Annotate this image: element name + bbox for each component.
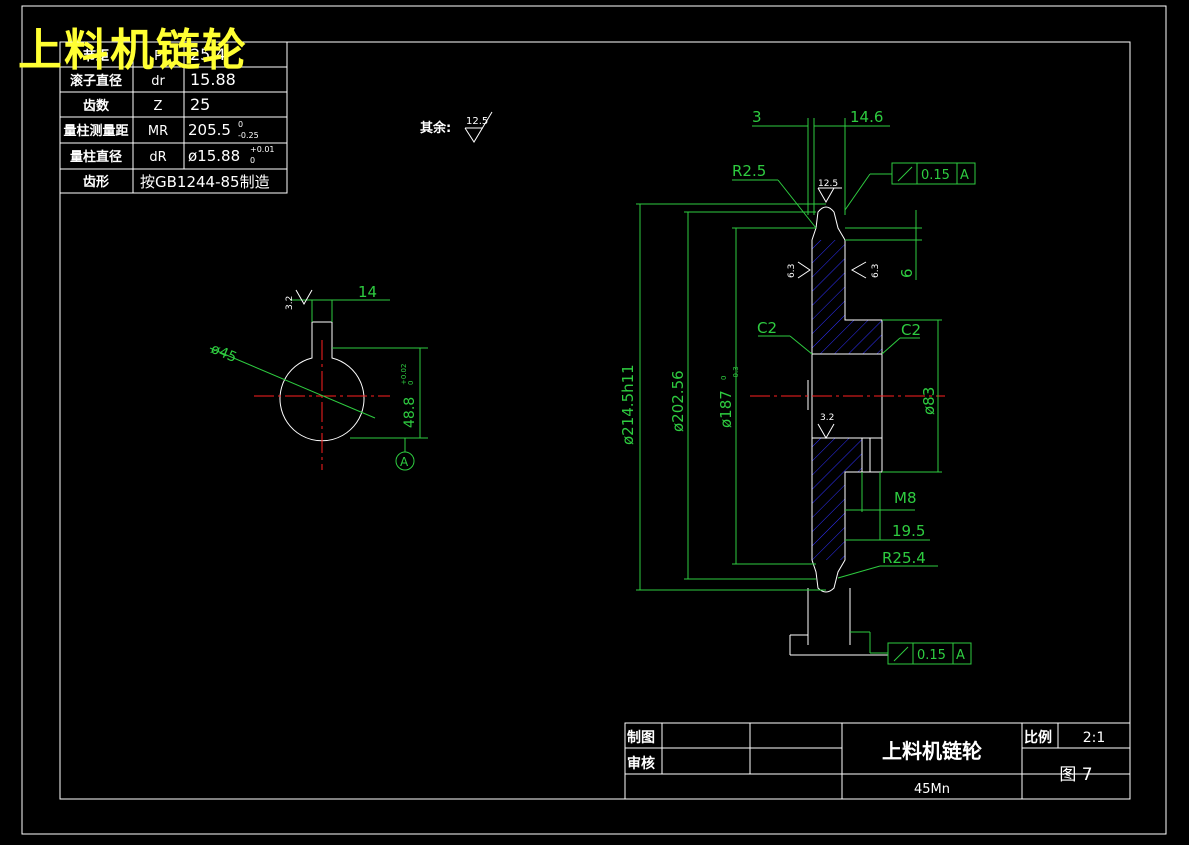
outer-frame <box>21 5 1167 835</box>
hub-view: ø45 14 48.8 +0.02 0 A 3.2 <box>208 283 428 471</box>
param-label-teeth: 齿数 <box>83 98 110 114</box>
param-symbol-dr: dR <box>149 150 166 165</box>
bore-label: ø83 <box>920 387 938 415</box>
param-symbol-mr: MR <box>148 124 168 139</box>
pitch-d-label: ø202.56 <box>669 370 687 432</box>
note-label: 其余: <box>420 120 451 136</box>
rough-12-5-label: 12.5 <box>818 179 838 189</box>
param-value-pitch: 25.4 <box>190 45 226 64</box>
section-view: 3 14.6 R2.5 0.15 A ø214.5h11 ø202.56 ø18… <box>619 108 976 665</box>
od-label: ø214.5h11 <box>619 364 637 445</box>
keyway-width-label: 14 <box>358 283 377 301</box>
part-name: 上料机链轮 <box>882 739 982 763</box>
drawing-title: 上料机链轮 <box>18 25 248 76</box>
keyway-tol-lower: 0 <box>407 381 415 385</box>
param-tol-upper-dr: +0.01 <box>250 145 275 154</box>
param-value-teeth: 25 <box>190 95 210 114</box>
root-tol-lower: -0.3 <box>732 366 740 380</box>
param-value-mr: 205.5 <box>188 121 231 139</box>
bottom-tol-datum: A <box>956 648 965 663</box>
drawn-label: 制图 <box>627 729 655 746</box>
hub-roughness-symbol <box>295 289 313 306</box>
dim-3-label: 3 <box>752 108 762 126</box>
bore-profile <box>279 321 365 442</box>
hatch-lower <box>812 438 862 560</box>
keyway-depth-label: 48.8 <box>402 397 418 428</box>
inner-frame <box>59 41 1131 800</box>
hub-dia-label: ø45 <box>208 341 239 366</box>
scale-value: 2:1 <box>1083 730 1106 746</box>
rough-3-2-label: 3.2 <box>820 413 834 423</box>
param-tol-lower-dr: 0 <box>250 156 255 165</box>
param-label-profile: 齿形 <box>83 174 109 190</box>
param-label-roller: 滚子直径 <box>70 73 122 89</box>
param-label-pitch: 节距 <box>83 48 109 64</box>
r25-4-label: R25.4 <box>882 549 926 567</box>
checked-label: 审核 <box>627 755 655 772</box>
top-tol-datum: A <box>960 168 969 183</box>
param-symbol-roller: dr <box>151 74 165 89</box>
thread-label: M8 <box>894 489 917 507</box>
param-table <box>59 41 288 194</box>
root-d-label: ø187 <box>717 390 735 428</box>
bottom-tol-value: 0.15 <box>917 648 946 663</box>
hub-roughness-value: 3.2 <box>285 296 295 310</box>
param-symbol-teeth: Z <box>154 99 163 114</box>
figure-label: 图 7 <box>1059 765 1092 785</box>
param-label-mr: 量柱测量距 <box>63 123 128 139</box>
r2-5-label: R2.5 <box>732 162 766 180</box>
title-block <box>624 722 1131 800</box>
material: 45Mn <box>914 782 950 797</box>
keyway-tol-upper: +0.02 <box>400 364 408 385</box>
note-roughness-symbol <box>464 111 493 143</box>
hatch-upper <box>812 240 882 354</box>
c2-left-label: C2 <box>757 319 777 337</box>
param-tol-upper-mr: 0 <box>238 120 243 129</box>
rough-6-3-right-label: 6.3 <box>871 264 881 278</box>
param-label-dr: 量柱直径 <box>70 149 122 165</box>
param-tol-lower-mr: -0.25 <box>238 131 259 140</box>
rough-6-3-left-label: 6.3 <box>787 264 797 278</box>
c2-right-label: C2 <box>901 321 921 339</box>
hub-datum-label: A <box>400 455 409 469</box>
param-value-roller: 15.88 <box>190 70 236 89</box>
note-roughness-value: 12.5 <box>466 116 488 127</box>
param-value-dr: ø15.88 <box>188 147 240 165</box>
dim-19-5-label: 19.5 <box>892 522 925 540</box>
top-tol-value: 0.15 <box>921 168 950 183</box>
param-symbol-pitch: P <box>154 49 162 64</box>
param-value-profile: 按GB1244-85制造 <box>140 173 270 191</box>
root-tol-upper: 0 <box>720 376 728 380</box>
dim-14-6-label: 14.6 <box>850 108 883 126</box>
dim-6-label: 6 <box>898 268 916 278</box>
scale-label: 比例 <box>1024 729 1052 746</box>
